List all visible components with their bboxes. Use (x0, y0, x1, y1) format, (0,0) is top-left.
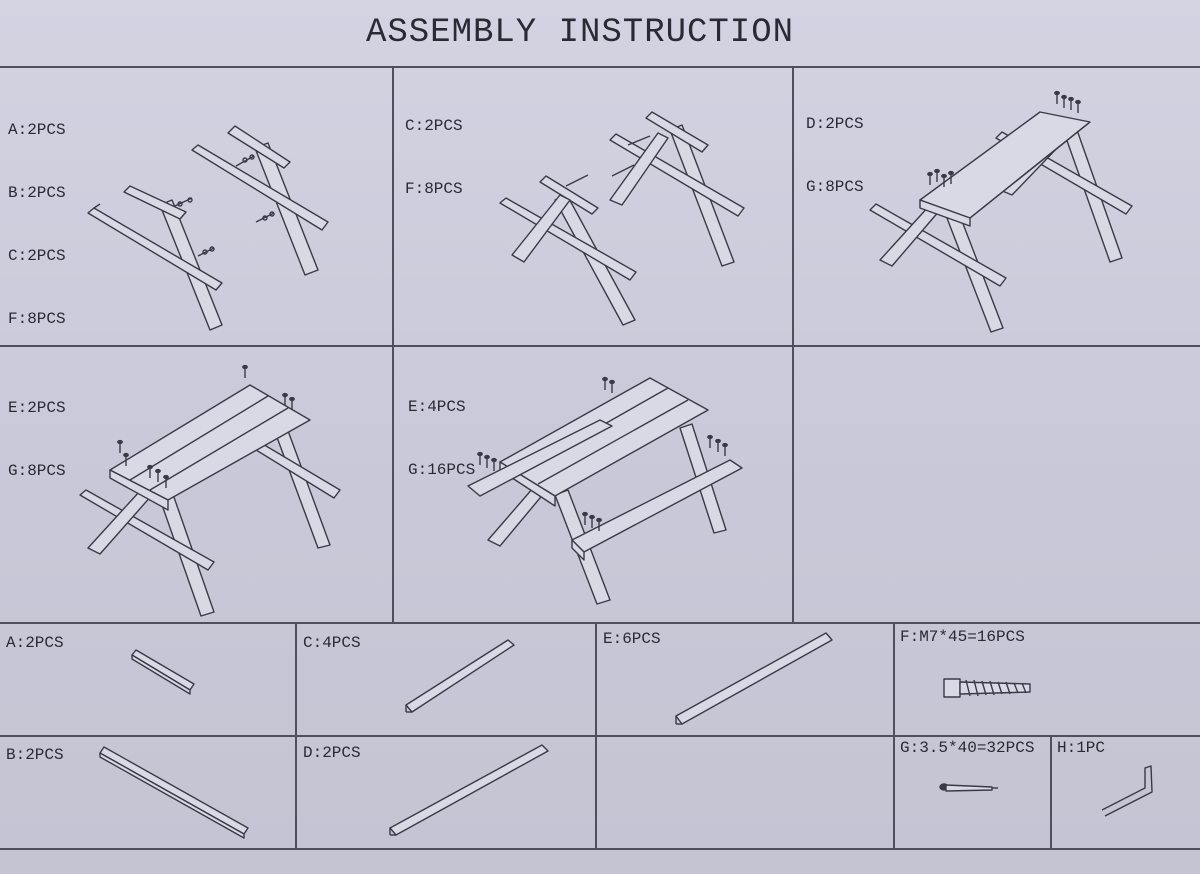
grid-vline-3 (295, 622, 297, 849)
grid-line-top (0, 66, 1200, 68)
step-1-parts: A:2PCS B:2PCS C:2PCS F:8PCS (8, 78, 66, 372)
step-1-line-4: F:8PCS (8, 310, 66, 328)
part-g-drawing (939, 783, 998, 792)
step-5-line-1: E:4PCS (408, 398, 466, 416)
step-2-parts: C:2PCS F:8PCS (405, 74, 463, 242)
step-4-drawing (79, 364, 341, 617)
grid-line-parts-top (0, 622, 1200, 624)
step-3-line-1: D:2PCS (806, 115, 864, 133)
grid-vline-4 (595, 622, 597, 849)
step-4-parts: E:2PCS G:8PCS (8, 356, 66, 524)
part-b-drawing (99, 746, 249, 839)
part-a-drawing (131, 649, 195, 695)
grid-vline-2 (792, 66, 794, 623)
part-c-drawing (405, 639, 515, 713)
step-3-line-2: G:8PCS (806, 178, 864, 196)
grid-line-middle (0, 345, 1200, 347)
page-title: ASSEMBLY INSTRUCTION (365, 14, 795, 52)
step-2-drawing (499, 111, 745, 326)
part-c-label: C:4PCS (303, 634, 361, 652)
part-h-label: H:1PC (1057, 739, 1106, 757)
part-a-label: A:2PCS (6, 634, 64, 652)
grid-vline-1 (392, 66, 394, 623)
part-g-label: G:3.5*40=32PCS (900, 739, 1035, 757)
step-1-line-3: C:2PCS (8, 247, 66, 265)
step-5-parts: E:4PCS G:16PCS (408, 355, 475, 523)
grid-line-parts-middle (0, 735, 1200, 737)
grid-vline-6 (1050, 735, 1052, 849)
step-3-drawing (869, 90, 1133, 333)
grid-vline-5 (893, 622, 895, 849)
grid-line-bottom (0, 848, 1200, 850)
part-d-label: D:2PCS (303, 744, 361, 762)
step-4-line-1: E:2PCS (8, 399, 66, 417)
part-f-label: F:M7*45=16PCS (900, 628, 1025, 646)
step-5-line-2: G:16PCS (408, 461, 476, 479)
step-4-line-2: G:8PCS (8, 462, 66, 480)
part-h-drawing (1101, 765, 1153, 817)
part-d-drawing (389, 744, 549, 836)
step-1-drawing (87, 125, 329, 331)
step-3-parts: D:2PCS G:8PCS (806, 72, 864, 240)
step-2-line-1: C:2PCS (405, 117, 463, 135)
part-e-drawing (675, 632, 833, 725)
step-5-drawing (467, 376, 743, 605)
step-1-line-1: A:2PCS (8, 121, 66, 139)
part-e-label: E:6PCS (603, 630, 661, 648)
step-1-line-2: B:2PCS (8, 184, 66, 202)
step-2-line-2: F:8PCS (405, 180, 463, 198)
part-f-drawing (943, 678, 1031, 698)
part-b-label: B:2PCS (6, 746, 64, 764)
